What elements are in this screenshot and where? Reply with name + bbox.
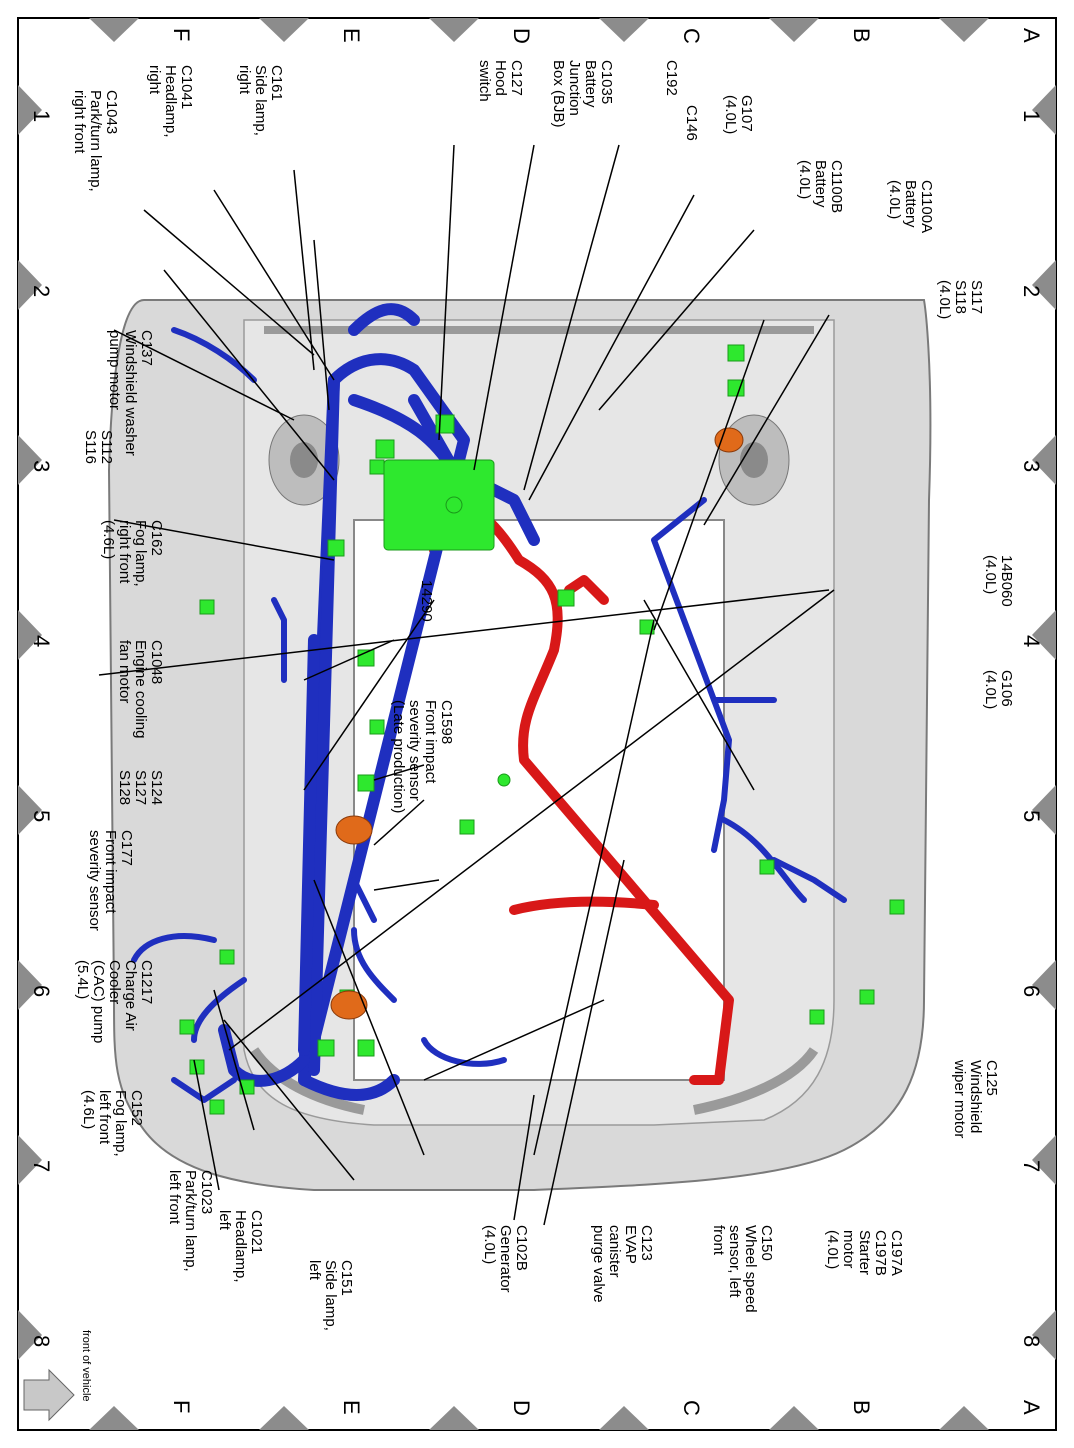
- border-markers: [18, 18, 1056, 1430]
- border-triangle-left: [769, 18, 819, 42]
- grid-col-6-bottom: 6: [29, 985, 54, 998]
- border-triangle-right: [429, 1406, 479, 1430]
- grid-row-f-top: F: [169, 28, 194, 42]
- label-c1100b: C1100B Battery (4.0L): [796, 160, 845, 214]
- border-triangle-left: [599, 18, 649, 42]
- label-s112: S112 S116: [82, 430, 115, 464]
- grid-col-2-bottom: 2: [29, 285, 54, 298]
- label-c123: C123 EVAP canister purge valve: [590, 1225, 655, 1303]
- border-triangle-bottom: [18, 85, 42, 135]
- label-c1598: C1598 Front impact severity sensor (Late…: [390, 700, 455, 814]
- label-14290: 14290: [418, 580, 435, 622]
- border-triangle-right: [259, 1406, 309, 1430]
- border-triangle-left: [429, 18, 479, 42]
- border-triangle-bottom: [18, 785, 42, 835]
- label-c192: C192: [663, 60, 680, 96]
- grid-row-a-bottom: A: [1019, 1400, 1044, 1415]
- border-triangle-bottom: [18, 435, 42, 485]
- grid-col-5-top: 5: [1019, 810, 1044, 823]
- label-c152: C152 Fog lamp, left front (4.6L): [80, 1090, 145, 1157]
- branch-harnesses: [131, 327, 847, 1103]
- border-triangle-top: [1032, 435, 1056, 485]
- label-c1048: C1048 Engine cooling fan motor: [116, 640, 165, 739]
- border-triangle-right: [599, 1406, 649, 1430]
- label-c1023: C1023 Park/turn lamp, left front: [166, 1170, 215, 1272]
- label-c151: C151 Side lamp, left: [306, 1260, 355, 1331]
- grid-col-4-bottom: 4: [29, 635, 54, 648]
- border-triangle-right: [769, 1406, 819, 1430]
- border-triangle-top: [1032, 85, 1056, 135]
- grid-col-1-top: 1: [1019, 110, 1044, 123]
- grid-row-e-bottom: E: [339, 1400, 364, 1415]
- label-c1021: C1021 Headlamp, left: [216, 1210, 265, 1283]
- front-of-vehicle-label: front of vehicle: [80, 1330, 92, 1402]
- grid-col-5-bottom: 5: [29, 810, 54, 823]
- grid-col-4-top: 4: [1019, 635, 1044, 648]
- label-c162: C162 Fog lamp, right front (4.6L): [100, 520, 165, 587]
- main-harness-14290: [218, 303, 540, 1101]
- border-triangle-top: [1032, 1135, 1056, 1185]
- grid-col-8-top: 8: [1019, 1335, 1044, 1348]
- border-triangle-bottom: [18, 1135, 42, 1185]
- grid-col-2-top: 2: [1019, 285, 1044, 298]
- grid-row-f-bottom: F: [169, 1400, 194, 1414]
- label-c177: C177 Front impact severity sensor: [86, 830, 135, 931]
- border-triangle-top: [1032, 785, 1056, 835]
- label-c150: C150 Wheel speed sensor, left front: [710, 1225, 775, 1313]
- border-triangle-left: [89, 18, 139, 42]
- label-14b060: 14B060 (4.0L): [982, 555, 1015, 607]
- orange-components: [330, 427, 744, 1020]
- label-s124: S124 S127 S128: [116, 770, 165, 806]
- border-triangle-bottom: [18, 260, 42, 310]
- border-triangle-bottom: [18, 1310, 42, 1360]
- leader-lines: [98, 144, 835, 1226]
- label-c146: C146: [683, 105, 700, 141]
- border-triangle-bottom: [18, 610, 42, 660]
- grid-col-7-bottom: 7: [29, 1160, 54, 1173]
- label-c1100a: C1100A Battery (4.0L): [886, 180, 935, 234]
- battery-junction-box: [383, 459, 495, 551]
- grid-row-e-top: E: [339, 28, 364, 43]
- front-of-vehicle-arrow: [23, 1368, 75, 1422]
- border-triangle-left: [939, 18, 989, 42]
- grid-col-3-top: 3: [1019, 460, 1044, 473]
- label-g106: G106 (4.0L): [982, 670, 1015, 710]
- label-c125: C125 Windshield wiper motor: [951, 1060, 1000, 1139]
- grid-row-b-top: B: [849, 28, 874, 43]
- border-triangle-right: [939, 1406, 989, 1430]
- grid-row-c-top: C: [679, 28, 704, 44]
- grid-col-6-top: 6: [1019, 985, 1044, 998]
- label-g107: G107 (4.0L): [722, 95, 755, 135]
- border-triangle-bottom: [18, 960, 42, 1010]
- label-s117: S117 S118 (4.0L): [936, 280, 985, 320]
- border-triangle-top: [1032, 1310, 1056, 1360]
- label-c127: C127 Hood switch: [476, 60, 525, 102]
- grid-row-d-bottom: D: [509, 1400, 534, 1416]
- border-triangle-top: [1032, 960, 1056, 1010]
- grid-row-d-top: D: [509, 28, 534, 44]
- grid-row-c-bottom: C: [679, 1400, 704, 1416]
- label-c1217: C1217 Charge Air Cooler (CAC) pump (5.4L…: [74, 960, 155, 1044]
- border-triangle-right: [89, 1406, 139, 1430]
- label-c1041: C1041 Headlamp, right: [146, 65, 195, 138]
- grid-col-1-bottom: 1: [29, 110, 54, 123]
- grid-row-a-top: A: [1019, 28, 1044, 43]
- label-c102b: C102B Generator (4.0L): [481, 1225, 530, 1293]
- label-c197a: C197A C197B Starter motor (4.0L): [824, 1230, 905, 1276]
- grid-col-8-bottom: 8: [29, 1335, 54, 1348]
- label-c161: C161 Side lamp, right: [236, 65, 285, 136]
- label-c1043: C1043 Park/turn lamp, right front: [71, 90, 120, 192]
- border-triangle-top: [1032, 260, 1056, 310]
- label-c1035: C1035 Battery Junction Box (BJB): [550, 60, 615, 128]
- grid-row-b-bottom: B: [849, 1400, 874, 1415]
- border-triangle-top: [1032, 610, 1056, 660]
- connectors: [179, 344, 905, 1115]
- grid-col-3-bottom: 3: [29, 460, 54, 473]
- grid-col-7-top: 7: [1019, 1160, 1044, 1173]
- border-triangle-left: [259, 18, 309, 42]
